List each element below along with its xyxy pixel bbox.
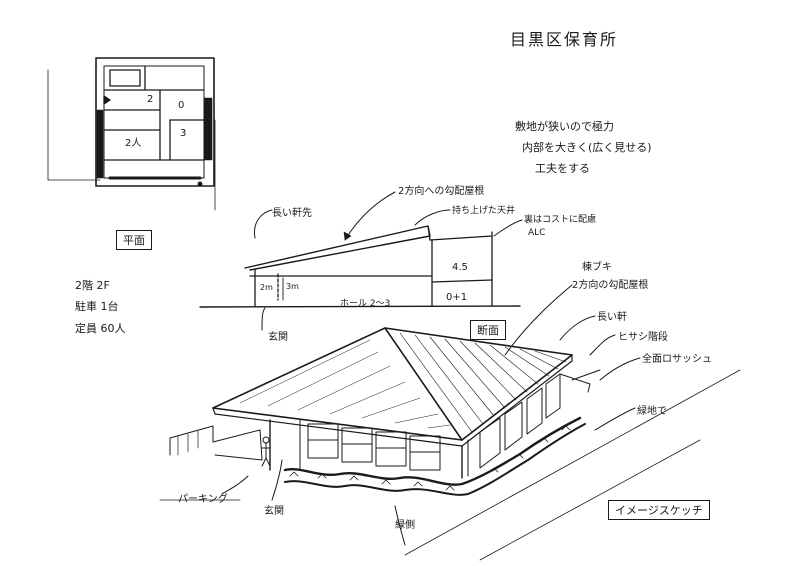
section-label: 断面: [470, 320, 506, 340]
section-note-ceiling: 持ち上げた天井: [452, 206, 516, 216]
section-dim-upper: 4.5: [452, 262, 468, 273]
perspective-note-roof: 棟ブキ: [582, 262, 612, 273]
section-note-eaves: 長い軒先: [272, 208, 312, 219]
image-sketch-label: イメージスケッチ: [608, 500, 710, 520]
section-dim-3m: 3m: [286, 282, 299, 291]
plan-room-label: 3: [180, 128, 187, 139]
section-entrance-label: 玄関: [268, 332, 288, 343]
section-dim-2m: 2m: [260, 283, 273, 292]
floor-plan-sketch: [47, 57, 216, 211]
perspective-note-eaves: 長い軒: [597, 312, 627, 323]
page-title: 目黒区保育所: [510, 30, 619, 49]
section-dim-lower: 0+1: [446, 292, 468, 303]
plan-label: 平面: [116, 230, 152, 250]
concept-note: 内部を大きく(広く見せる): [522, 141, 652, 154]
perspective-note-green: 緑地で: [637, 406, 667, 417]
concept-note: 敷地が狭いので極力: [515, 120, 614, 133]
section-sketch: [199, 191, 523, 331]
section-hall-label: ホール 2〜3: [340, 299, 391, 309]
plan-room-label: 0: [178, 100, 185, 111]
spec-item: 定員 60人: [75, 322, 126, 335]
perspective-sketch: [159, 284, 741, 561]
plan-room-label: 2人: [125, 138, 142, 149]
spec-item: 2階 2F: [75, 279, 110, 292]
concept-note: 工夫をする: [535, 162, 590, 175]
perspective-note-entrance: 玄関: [264, 506, 284, 517]
perspective-note-veranda: 緑側: [395, 520, 415, 531]
section-note-alc: ALC: [528, 228, 546, 238]
section-note-roof: 2方向への勾配屋根: [398, 186, 485, 197]
perspective-note-parking: パーキング: [178, 494, 228, 505]
plan-room-label: 2: [147, 94, 154, 105]
perspective-note-sash: 全面ロサッシュ: [642, 354, 712, 365]
perspective-note-slope: 2方向の勾配屋根: [572, 280, 649, 291]
perspective-note-ceiling: ヒサシ階段: [618, 332, 668, 343]
spec-item: 駐車 1台: [75, 300, 119, 313]
section-note-cost: 裏はコストに配慮: [524, 215, 597, 225]
